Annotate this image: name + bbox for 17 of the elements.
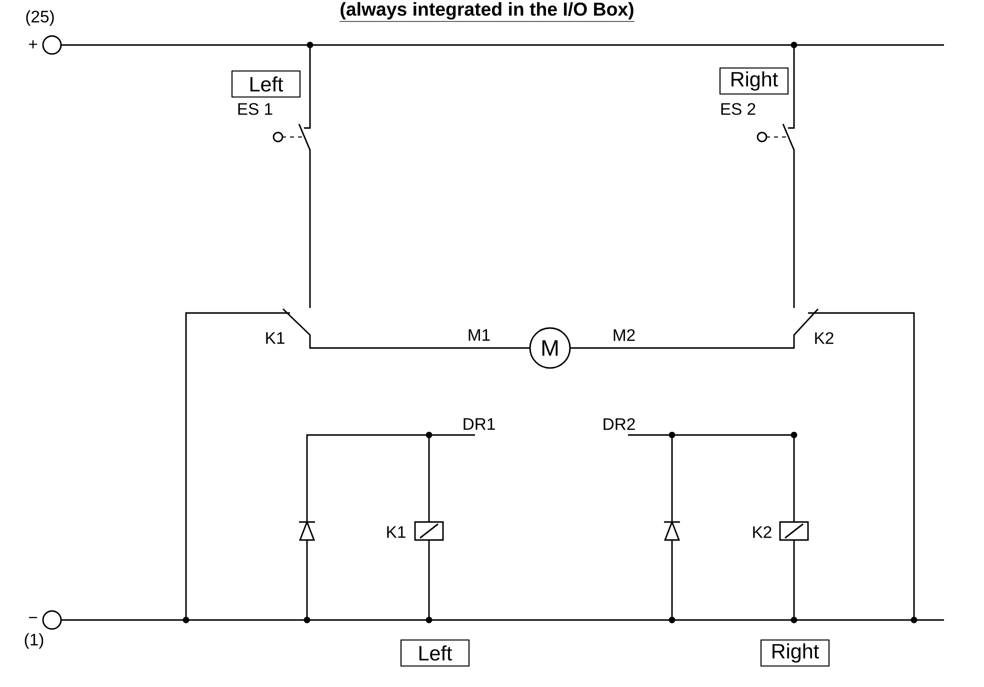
boxed-label: Right <box>760 639 830 667</box>
polarity-sign: + <box>28 40 38 48</box>
component-label: M2 <box>614 329 635 341</box>
component-label: DR2 <box>604 418 635 430</box>
component-label: K1 <box>387 526 406 538</box>
polarity-sign: − <box>28 616 38 618</box>
terminal-number: (1) <box>24 633 44 649</box>
boxed-label: Left <box>231 70 301 98</box>
component-label: K1 <box>266 332 284 344</box>
terminal-number: (25) <box>26 10 54 26</box>
component-label: K2 <box>815 332 834 344</box>
component-label: M1 <box>468 329 490 341</box>
boxed-label: Right <box>719 67 789 95</box>
component-label: K2 <box>753 526 772 538</box>
heading: (always integrated in the I/O Box) <box>339 2 635 22</box>
boxed-label: Left <box>400 639 470 667</box>
component-label: DR1 <box>464 418 495 430</box>
